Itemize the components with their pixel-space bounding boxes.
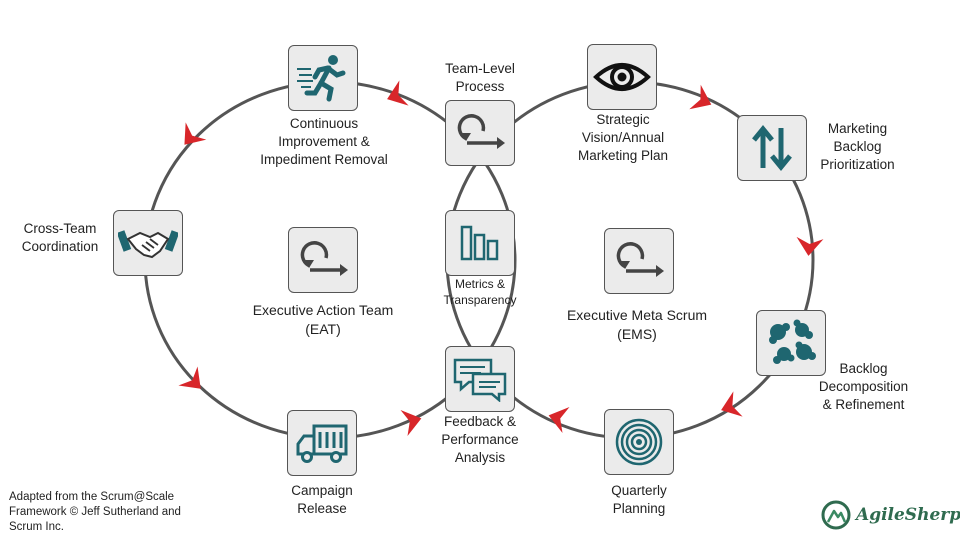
eat-label: Executive Action Team (EAT)	[252, 302, 394, 337]
flow-arrow	[689, 84, 712, 110]
scrum-cycle-icon	[300, 241, 348, 276]
runner-icon	[297, 55, 346, 102]
brand-logo: AgileSherpas	[820, 500, 960, 530]
mountain-logo-icon	[821, 500, 851, 530]
team-process-node	[445, 100, 515, 166]
puzzle-pieces-icon	[769, 319, 816, 364]
strategic-vision-label: Strategic Vision/Annual Marketing Plan	[577, 112, 669, 163]
feedback-label: Feedback & Performance Analysis	[441, 414, 519, 465]
source-note: Adapted from the Scrum@Scale Framework ©…	[9, 491, 181, 533]
eat-node	[288, 227, 358, 293]
up-down-arrows-icon	[752, 125, 792, 171]
brand-name: AgileSherpas	[856, 505, 960, 525]
backlog-decomposition-label: Backlog Decomposition & Refinement	[818, 361, 909, 412]
quarterly-planning-node	[604, 409, 674, 475]
backlog-prioritization-label: Marketing Backlog Prioritization	[820, 121, 895, 172]
backlog-decomposition-node	[756, 310, 826, 376]
handshake-icon	[118, 230, 178, 259]
cross-team-node	[113, 210, 183, 276]
strategic-vision-node	[587, 44, 657, 110]
quarterly-planning-label: Quarterly Planning	[611, 483, 667, 516]
chat-bubbles-icon	[453, 358, 507, 402]
ems-node	[604, 228, 674, 294]
backlog-prioritization-node	[737, 115, 807, 181]
truck-icon	[296, 424, 348, 463]
scrum-cycle-icon	[616, 242, 664, 277]
flow-arrow	[796, 236, 824, 256]
metrics-node	[445, 210, 515, 276]
flow-arrow	[548, 406, 570, 434]
team-process-label: Team-Level Process	[445, 61, 515, 94]
metrics-label: Metrics & Transparency	[443, 277, 517, 307]
scrum-cycle-icon	[457, 114, 505, 149]
bar-chart-icon	[460, 225, 499, 261]
flow-arrow	[184, 122, 207, 145]
flow-arrow	[400, 409, 422, 437]
cross-team-label: Cross-Team Coordination	[21, 221, 99, 254]
ems-label: Executive Meta Scrum (EMS)	[566, 307, 708, 342]
flow-arrows	[178, 80, 824, 437]
campaign-release-label: Campaign Release	[291, 483, 353, 516]
eye-icon	[593, 63, 651, 91]
target-icon	[615, 418, 663, 466]
flow-arrow	[178, 366, 201, 389]
continuous-improvement-label: Continuous Improvement & Impediment Remo…	[260, 116, 388, 167]
flow-arrow	[387, 80, 409, 106]
flow-arrow	[721, 391, 743, 417]
campaign-release-node	[287, 410, 357, 476]
continuous-improvement-node	[288, 45, 358, 111]
feedback-node	[445, 346, 515, 412]
